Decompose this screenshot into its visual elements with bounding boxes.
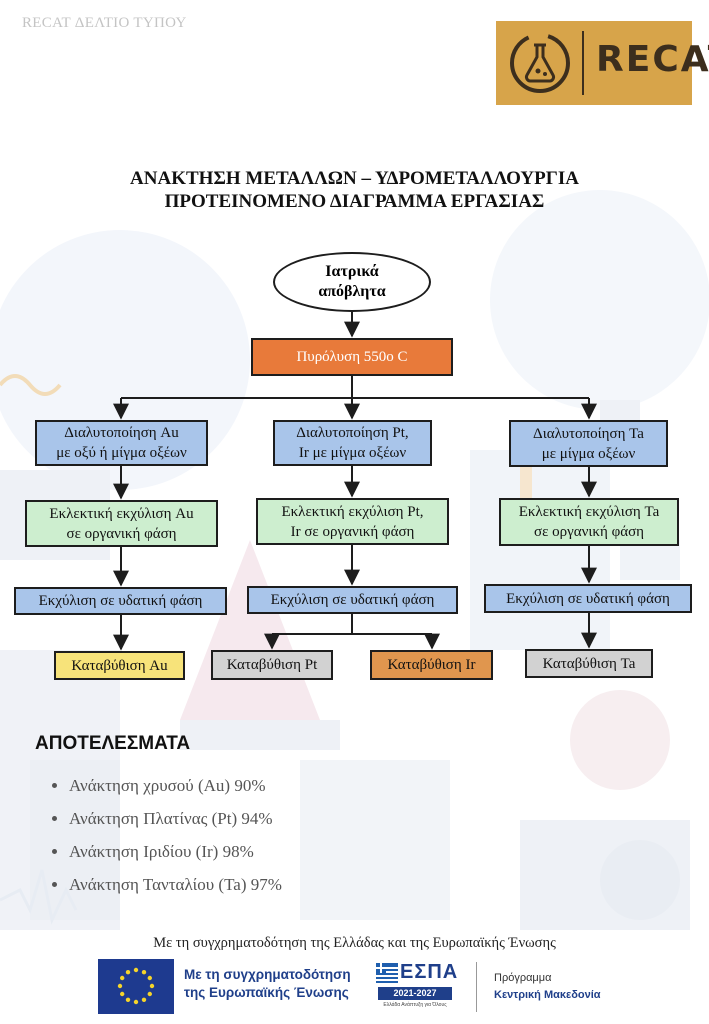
extract-pt-ir-line-1: Εκλεκτική εκχύλιση Pt, <box>281 503 424 520</box>
bullet-icon <box>52 881 57 887</box>
result-pt-text: Ανάκτηση Πλατίνας (Pt) 94% <box>69 809 273 828</box>
bullet-icon <box>52 848 57 854</box>
aqueous-au-box: Εκχύλιση σε υδατική φάση <box>14 587 227 615</box>
results-list: Ανάκτηση χρυσού (Au) 90% Ανάκτηση Πλατίν… <box>52 776 282 908</box>
program-label: Πρόγραμμα <box>494 972 552 984</box>
precip-ir-box: Καταβύθιση Ir <box>370 650 493 680</box>
extract-pt-ir-line-2: Ir σε οργανική φάση <box>290 523 415 540</box>
flask-icon <box>510 33 570 93</box>
dissolve-pt-ir-box: Διαλυτοποίηση Pt, Ir με μίγμα οξέων <box>273 420 432 466</box>
dissolve-ta-line-2: με μίγμα οξέων <box>541 445 636 462</box>
aqueous-ta-box: Εκχύλιση σε υδατική φάση <box>484 584 692 613</box>
dissolve-au-line-1: Διαλυτοποίηση Au <box>64 425 179 441</box>
result-au-text: Ανάκτηση χρυσού (Au) 90% <box>69 776 266 795</box>
extract-au-box: Εκλεκτική εκχύλιση Au σε οργανική φάση <box>25 500 218 547</box>
extract-au-line-1: Εκλεκτική εκχύλιση Au <box>49 505 194 522</box>
precip-au-label: Καταβύθιση Au <box>71 657 168 674</box>
start-node-line-2: απόβλητα <box>318 283 386 300</box>
espa-title: ΕΣΠΑ <box>400 961 459 983</box>
result-item-au: Ανάκτηση χρυσού (Au) 90% <box>52 776 282 809</box>
program-name: Κεντρική Μακεδονία <box>494 989 601 1001</box>
extract-ta-line-1: Εκλεκτική εκχύλιση Ta <box>518 504 660 520</box>
title-line-1: ΑΝΑΚΤΗΣΗ ΜΕΤΑΛΛΩΝ – ΥΔΡΟΜΕΤΑΛΛΟΥΡΓΙΑ <box>130 168 579 189</box>
pyrolysis-label: Πυρόλυση 550ο C <box>296 349 408 365</box>
start-node-medical-waste: Ιατρικά απόβλητα <box>273 252 431 312</box>
result-item-ta: Ανάκτηση Τανταλίου (Ta) 97% <box>52 875 282 908</box>
espa-years: 2021-2027 <box>378 987 452 1000</box>
funding-banner: Με τη συγχρηματοδότηση της Ευρωπαϊκής Έν… <box>98 958 616 1016</box>
extract-ta-line-2: σε οργανική φάση <box>533 524 645 540</box>
precip-au-box: Καταβύθιση Au <box>54 651 185 680</box>
greek-flag-icon <box>376 963 398 983</box>
precip-pt-label: Καταβύθιση Pt <box>226 657 318 673</box>
eu-flag-icon <box>98 959 174 1014</box>
precip-ir-label: Καταβύθιση Ir <box>387 657 476 673</box>
result-ir-text: Ανάκτηση Ιριδίου (Ir) 98% <box>69 842 254 861</box>
dissolve-ta-box: Διαλυτοποίηση Ta με μίγμα οξέων <box>509 420 668 467</box>
eu-text-line-2: της Ευρωπαϊκής Ένωσης <box>184 985 349 1000</box>
result-item-pt: Ανάκτηση Πλατίνας (Pt) 94% <box>52 809 282 842</box>
precip-ta-label: Καταβύθιση Ta <box>542 655 636 672</box>
extract-au-line-2: σε οργανική φάση <box>66 525 177 542</box>
espa-logo: ΕΣΠΑ 2021-2027 Ελλάδα Ανάπτυξη για Όλους <box>374 960 457 1014</box>
result-item-ir: Ανάκτηση Ιριδίου (Ir) 98% <box>52 842 282 875</box>
title-line-2: ΠΡΟΤΕΙΝΟΜΕΝΟ ΔΙΑΓΡΑΜΜΑ ΕΡΓΑΣΙΑΣ <box>164 191 545 212</box>
precip-ta-box: Καταβύθιση Ta <box>525 649 653 678</box>
start-node-line-1: Ιατρικά <box>325 263 379 280</box>
funding-statement: Με τη συγχρηματοδότηση της Ελλάδας και τ… <box>153 935 556 951</box>
press-release-tag: RECAT ΔΕΛΤΙΟ ΤΥΠΟΥ <box>22 15 187 31</box>
dissolve-pt-ir-line-1: Διαλυτοποίηση Pt, <box>296 425 409 441</box>
pyrolysis-box: Πυρόλυση 550ο C <box>251 338 453 376</box>
banner-divider <box>476 962 477 1012</box>
extract-ta-box: Εκλεκτική εκχύλιση Ta σε οργανική φάση <box>499 498 679 546</box>
precip-pt-box: Καταβύθιση Pt <box>211 650 333 680</box>
bullet-icon <box>52 782 57 788</box>
aqueous-pt-ir-box: Εκχύλιση σε υδατική φάση <box>247 586 458 614</box>
results-heading: ΑΠΟΤΕΛΕΣΜΑΤΑ <box>35 733 191 754</box>
espa-tagline: Ελλάδα Ανάπτυξη για Όλους <box>383 1002 447 1008</box>
dissolve-ta-line-1: Διαλυτοποίηση Ta <box>533 425 644 442</box>
aqueous-ta-label: Εκχύλιση σε υδατική φάση <box>506 590 670 607</box>
dissolve-pt-ir-line-2: Ir με μίγμα οξέων <box>298 445 407 461</box>
dissolve-au-line-2: με οξύ ή μίγμα οξέων <box>56 445 187 461</box>
program-info: Πρόγραμμα Κεντρική Μακεδονία <box>494 970 601 1004</box>
eu-cofunding-text: Με τη συγχρηματοδότηση της Ευρωπαϊκής Έν… <box>184 966 351 1002</box>
logo-divider <box>582 31 584 95</box>
eu-text-line-1: Με τη συγχρηματοδότηση <box>184 967 351 982</box>
aqueous-pt-ir-label: Εκχύλιση σε υδατική φάση <box>270 592 435 608</box>
extract-pt-ir-box: Εκλεκτική εκχύλιση Pt, Ir σε οργανική φά… <box>256 498 449 545</box>
recat-logo: RECAT <box>496 21 709 105</box>
logo-text: RECAT <box>596 39 709 80</box>
result-ta-text: Ανάκτηση Τανταλίου (Ta) 97% <box>69 875 282 894</box>
aqueous-au-label: Εκχύλιση σε υδατική φάση <box>38 593 203 609</box>
bullet-icon <box>52 815 57 821</box>
dissolve-au-box: Διαλυτοποίηση Au με οξύ ή μίγμα οξέων <box>35 420 208 466</box>
